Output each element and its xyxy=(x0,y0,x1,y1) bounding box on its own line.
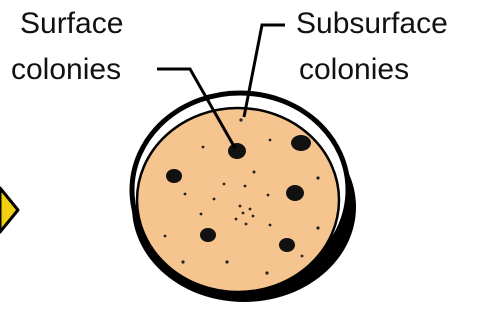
subsurface-colony xyxy=(267,194,270,197)
subsurface-colonies-label-line1: Subsurface xyxy=(296,7,448,40)
subsurface-colony xyxy=(316,176,319,179)
subsurface-colonies-label-line2: colonies xyxy=(299,53,409,86)
surface-colony xyxy=(228,143,246,159)
surface-colonies-label-line1: Surface xyxy=(20,7,123,40)
subsurface-colony xyxy=(202,146,205,149)
subsurface-colony xyxy=(245,223,248,226)
subsurface-colony xyxy=(200,213,203,216)
surface-colony xyxy=(166,169,182,183)
subsurface-colony xyxy=(242,212,245,215)
subsurface-colony xyxy=(244,185,247,188)
subsurface-colony xyxy=(239,205,242,208)
agar-medium xyxy=(137,108,339,292)
subsurface-colony xyxy=(269,224,272,227)
subsurface-colony xyxy=(235,218,238,221)
subsurface-colony xyxy=(164,235,167,238)
subsurface-colony xyxy=(252,215,255,218)
surface-colony xyxy=(291,135,311,151)
arrow-icon xyxy=(0,188,18,232)
subsurface-colony xyxy=(301,255,304,258)
surface-colony xyxy=(279,238,295,252)
subsurface-colony xyxy=(249,208,252,211)
subsurface-colony xyxy=(253,171,256,174)
petri-dish xyxy=(132,93,356,302)
subsurface-colony xyxy=(239,118,242,121)
subsurface-colony xyxy=(223,183,226,186)
subsurface-colony xyxy=(269,139,272,142)
subsurface-colony xyxy=(184,193,187,196)
subsurface-colony xyxy=(265,271,268,274)
subsurface-colony xyxy=(316,226,319,229)
surface-colonies-label-line2: colonies xyxy=(11,53,121,86)
subsurface-colony xyxy=(225,260,228,263)
subsurface-colony xyxy=(181,260,184,263)
surface-colony xyxy=(200,228,216,242)
surface-colony xyxy=(286,185,304,201)
subsurface-colony xyxy=(213,198,216,201)
